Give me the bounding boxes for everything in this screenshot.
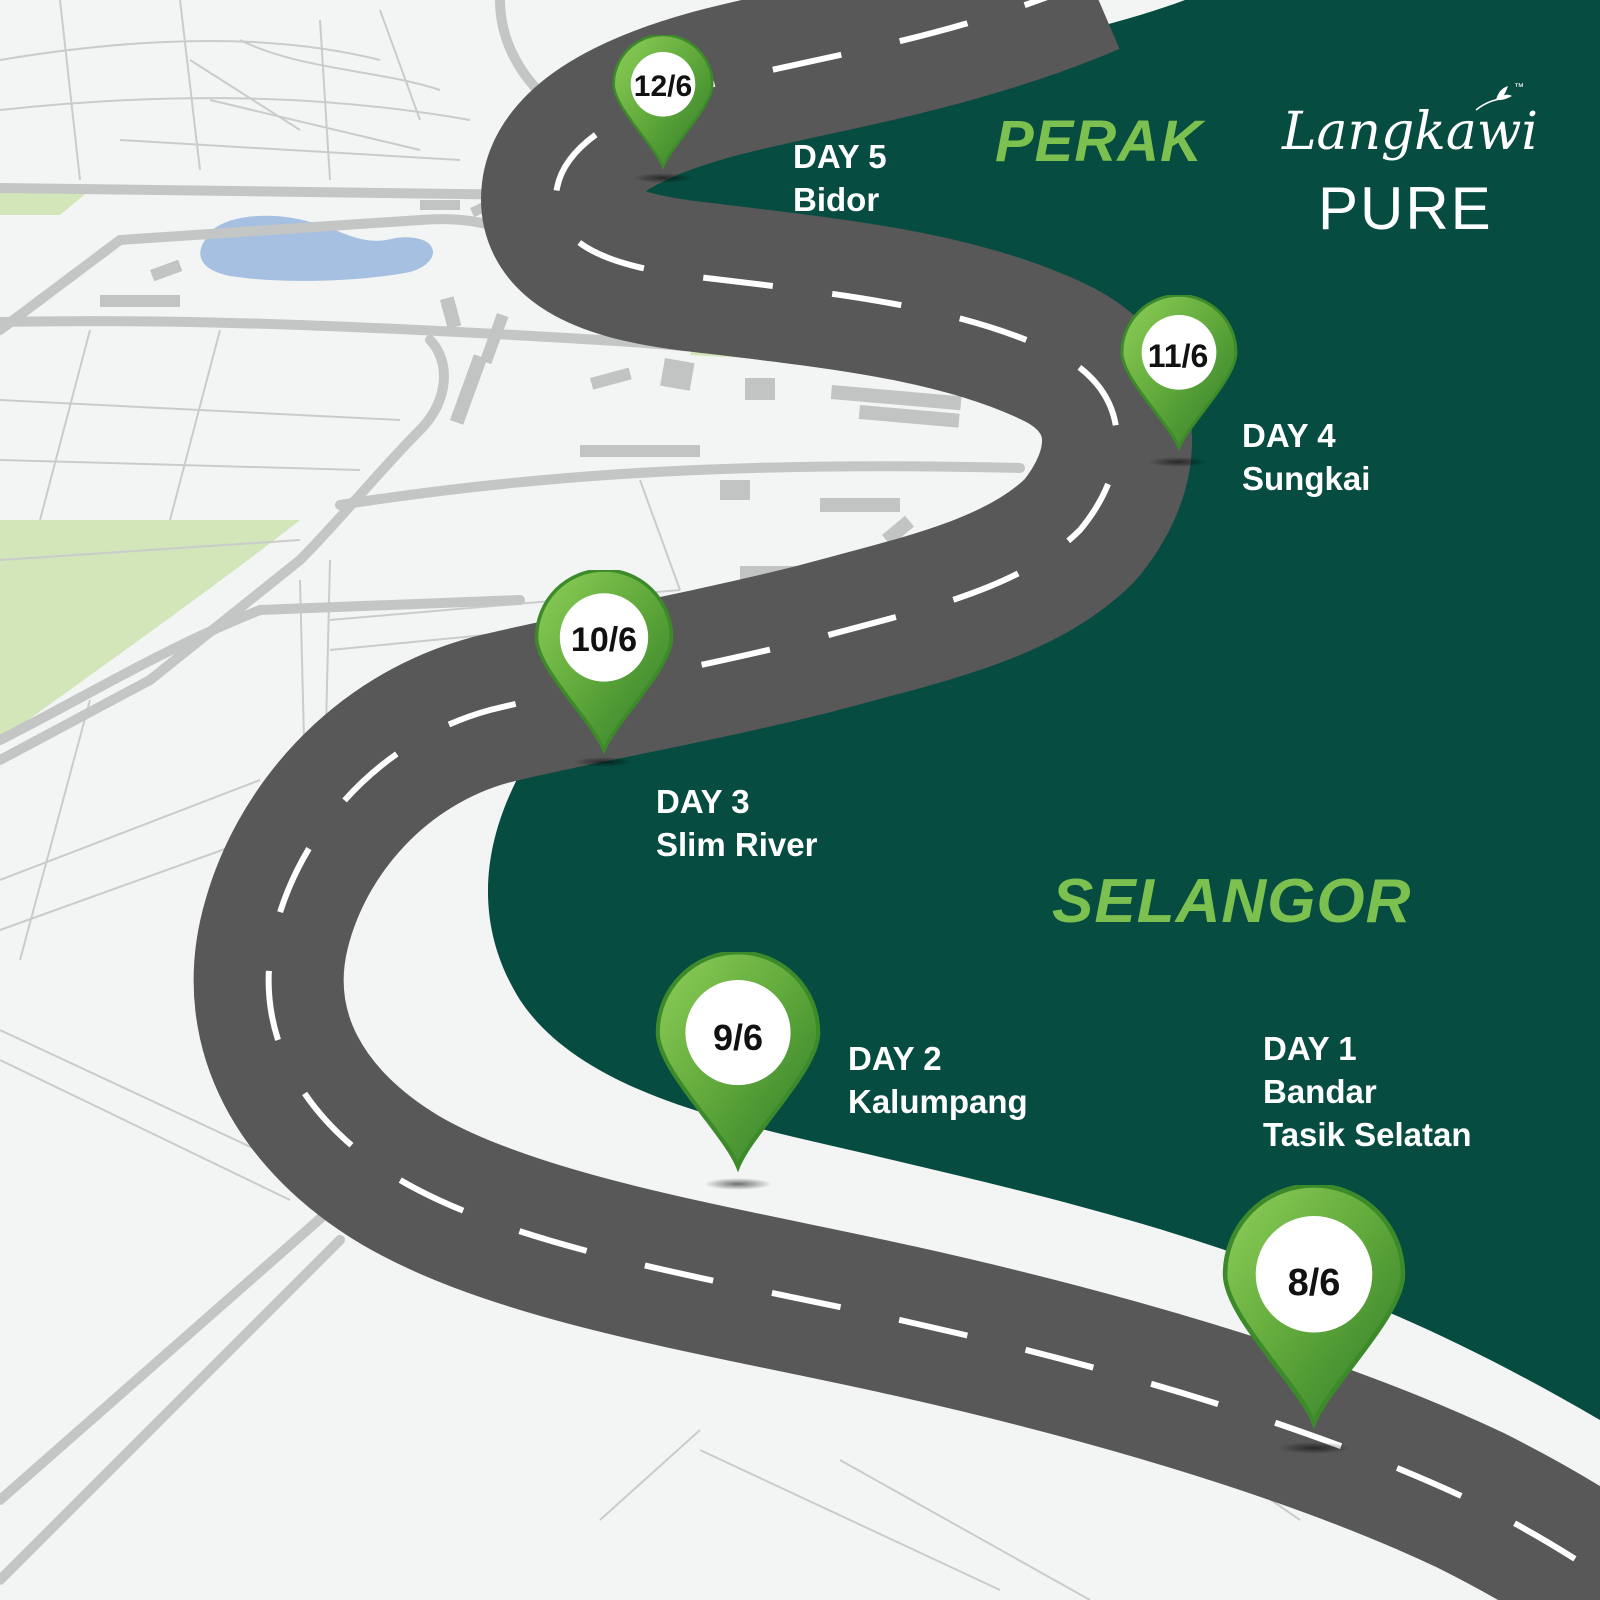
stop-day: DAY 3 xyxy=(656,783,750,820)
stop-place-line-1: Bandar xyxy=(1263,1073,1377,1110)
stop-day: DAY 1 xyxy=(1263,1030,1357,1067)
bird-icon xyxy=(1475,86,1512,111)
logo-trademark: ™ xyxy=(1514,82,1524,93)
stop-label-day3: DAY 3 Slim River xyxy=(656,780,817,866)
stop-label-day4: DAY 4 Sungkai xyxy=(1242,414,1370,500)
region-label-perak: PERAK xyxy=(995,109,1204,174)
brand-logo: ™ Langkawi PURE xyxy=(1278,82,1538,242)
stop-day: DAY 5 xyxy=(793,138,887,175)
pin-date-day1: 8/6 xyxy=(1288,1262,1341,1304)
stop-place: Bidor xyxy=(793,181,880,218)
logo-script-text: Langkawi xyxy=(1282,102,1538,162)
pin-date-day2: 9/6 xyxy=(713,1017,763,1058)
map-pin-icon-day2[interactable]: 9/6 xyxy=(658,952,818,1190)
map-pin-icon-day3[interactable]: 10/6 xyxy=(534,570,674,767)
stop-place-line-2: Tasik Selatan xyxy=(1263,1116,1472,1153)
stop-label-day2: DAY 2 Kalumpang xyxy=(848,1037,1028,1123)
pin-date-day5: 12/6 xyxy=(634,70,692,103)
pin-date-day3: 10/6 xyxy=(571,621,637,659)
stop-label-day1: DAY 1 Bandar Tasik Selatan xyxy=(1263,1027,1472,1156)
map-pin-icon-day4[interactable]: 11/6 xyxy=(1120,295,1238,467)
stop-place: Slim River xyxy=(656,826,818,863)
region-label-selangor: SELANGOR xyxy=(1052,867,1412,936)
pin-date-day4: 11/6 xyxy=(1148,338,1209,374)
map-pin-icon-day5[interactable]: 12/6 xyxy=(612,35,714,183)
stop-label-day5: DAY 5 Bidor xyxy=(793,135,887,221)
map-pin-icon-day1[interactable]: 8/6 xyxy=(1225,1185,1403,1454)
stop-place: Sungkai xyxy=(1242,460,1371,497)
stop-place: Kalumpang xyxy=(848,1083,1028,1120)
logo-wordmark: PURE xyxy=(1318,175,1493,242)
stop-day: DAY 2 xyxy=(848,1040,942,1077)
stop-day: DAY 4 xyxy=(1242,417,1336,454)
